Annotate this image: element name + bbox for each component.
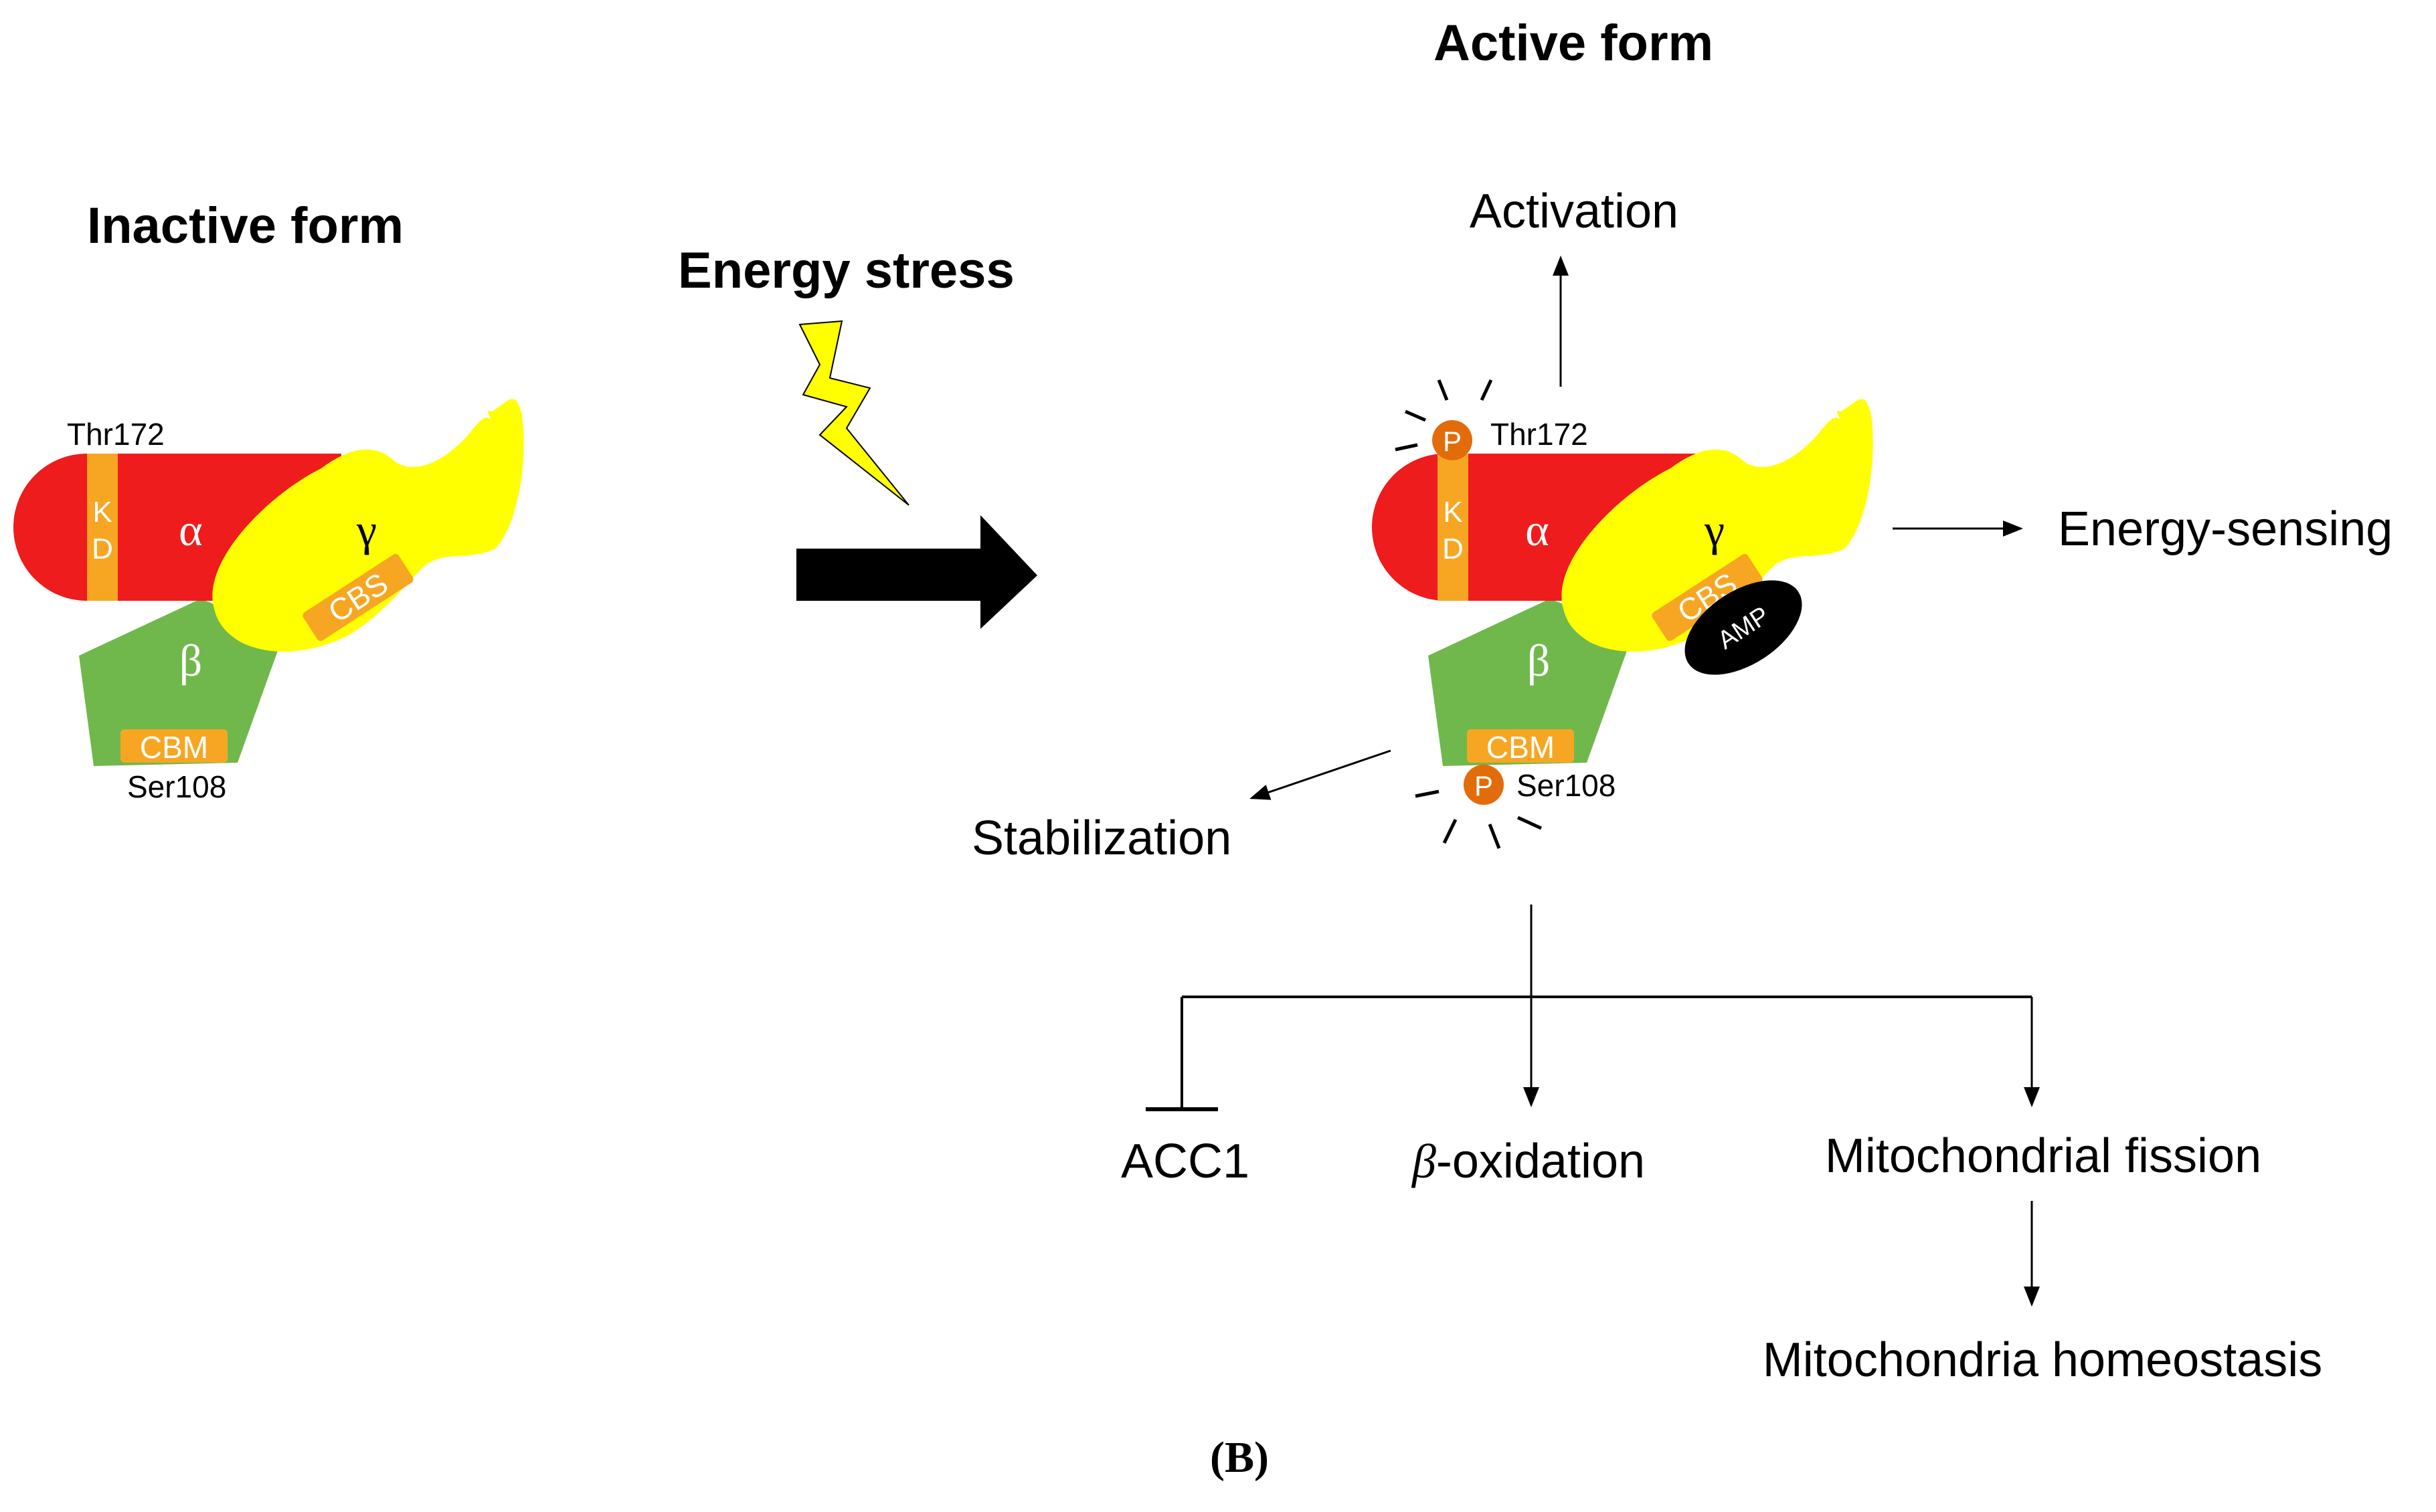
inactive-thr172-label: Thr172 xyxy=(67,417,165,452)
inactive-cbm-label: CBM xyxy=(140,730,208,765)
beta-oxidation-text: -oxidation xyxy=(1436,1135,1645,1188)
downstream-tree xyxy=(1146,905,2040,1307)
active-form-title: Active form xyxy=(1433,15,1713,72)
mito-fission-label: Mitochondrial fission xyxy=(1825,1129,2261,1183)
inactive-beta-label: β xyxy=(179,635,203,686)
active-kd-d: D xyxy=(1442,533,1464,565)
active-ser108-label: Ser108 xyxy=(1516,768,1616,803)
thr172-phospho-p: P xyxy=(1443,426,1462,457)
stabilization-arrow xyxy=(1249,749,1391,800)
inactive-ser108-label: Ser108 xyxy=(127,769,226,804)
beta-oxidation-label: β-oxidation xyxy=(1411,1135,1645,1188)
inactive-form-title: Inactive form xyxy=(87,197,404,254)
inactive-cbm-domain xyxy=(120,729,228,763)
thr172-phospho-site: P xyxy=(1395,379,1493,460)
beta-oxidation-symbol: β xyxy=(1411,1135,1436,1188)
inactive-kd-domain xyxy=(87,454,118,601)
active-thr172-label: Thr172 xyxy=(1490,417,1588,452)
ser108-phospho-site: P xyxy=(1415,765,1543,849)
big-transition-arrow xyxy=(796,515,1037,629)
panel-label: (B) xyxy=(1210,1433,1269,1482)
energy-sensing-label: Energy-sensing xyxy=(2058,502,2392,556)
active-gamma-label: γ xyxy=(1704,504,1725,555)
activation-label: Activation xyxy=(1470,185,1678,238)
acc1-label: ACC1 xyxy=(1121,1135,1249,1188)
active-complex: CBM K D α CBS γ β AMP P Thr172 xyxy=(1372,379,1873,849)
inactive-cbs-domain xyxy=(302,554,414,641)
active-cbs-domain xyxy=(1652,554,1763,641)
energy-stress-label: Energy stress xyxy=(678,242,1015,299)
active-gamma-subunit xyxy=(1561,399,1873,652)
thr172-phospho-circle xyxy=(1432,420,1472,460)
ser108-phospho-p: P xyxy=(1474,770,1493,801)
inactive-alpha-label: α xyxy=(179,504,203,555)
active-cbm-label: CBM xyxy=(1486,730,1555,765)
inactive-gamma-subunit xyxy=(212,399,524,652)
active-cbm-domain xyxy=(1467,729,1574,763)
active-beta-subunit xyxy=(1428,599,1634,766)
active-alpha-label: α xyxy=(1525,504,1549,555)
inactive-gamma-label: γ xyxy=(356,504,377,555)
amp-molecule xyxy=(1684,580,1802,675)
active-kd-k: K xyxy=(1443,496,1462,529)
inactive-complex: CBM K D α CBS γ β Thr172 Ser108 xyxy=(13,399,524,804)
stabilization-label: Stabilization xyxy=(972,812,1231,865)
inactive-beta-subunit xyxy=(79,599,284,766)
inactive-kd-d: D xyxy=(92,533,113,565)
ser108-phospho-circle xyxy=(1464,765,1504,805)
mito-homeostasis-label: Mitochondria homeostasis xyxy=(1763,1333,2322,1387)
lightning-bolt-icon xyxy=(798,320,909,506)
active-beta-label: β xyxy=(1527,635,1551,686)
inactive-kd-k: K xyxy=(92,496,112,529)
active-kd-domain xyxy=(1438,454,1468,601)
